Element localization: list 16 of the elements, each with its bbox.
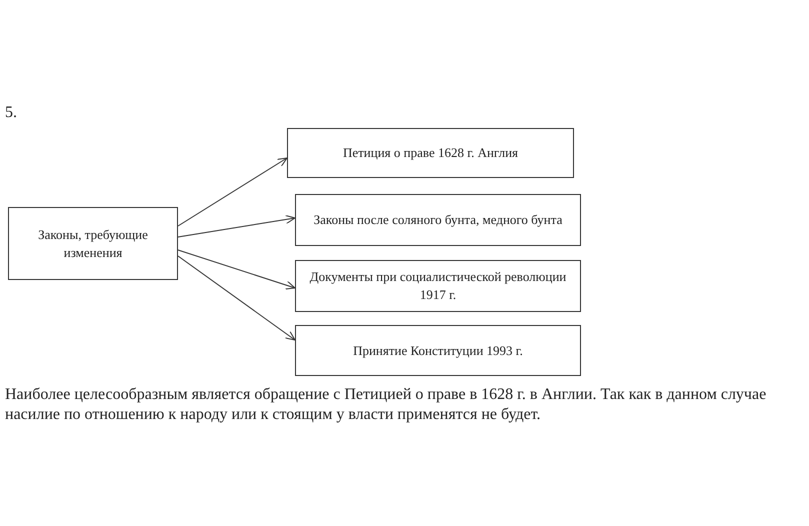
arrow	[178, 158, 288, 226]
arrow	[178, 256, 296, 340]
text-box	[287, 128, 574, 178]
task-number: 5.	[5, 103, 18, 123]
box-text: Документы при социалистической революции 1917 г.	[308, 268, 568, 304]
answer-paragraph: Наиболее целесообразным является обращение с Петицией о праве в 1628 г. в Англии. Так как в данном случае насилие по отношению к народу или к стоящим у власти применятся не будет.	[5, 385, 768, 425]
text-box	[8, 207, 178, 280]
arrow	[178, 250, 296, 290]
text-box	[295, 325, 581, 376]
box-text: Законы, требующие изменения	[37, 226, 149, 262]
text-box	[295, 194, 581, 246]
text-box	[295, 260, 581, 312]
box-text: Петиция о праве 1628 г. Англия	[342, 144, 518, 162]
box-text: Законы после соляного бунта, медного бунта	[314, 211, 562, 229]
box-text: Принятие Конституции 1993 г.	[353, 342, 523, 360]
arrow	[178, 215, 296, 238]
